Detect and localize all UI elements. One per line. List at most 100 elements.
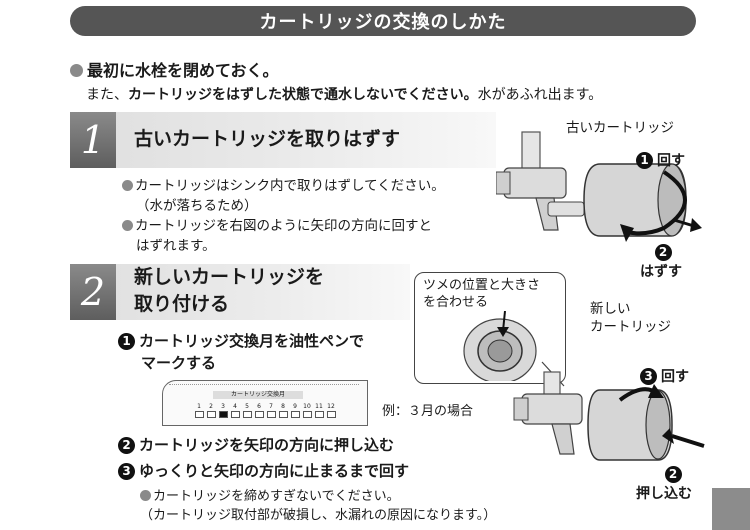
substep-1-line1: カートリッジ交換月を油性ペンで: [139, 332, 365, 350]
bullet-icon: [70, 64, 83, 77]
month-box: [278, 411, 288, 418]
rotate-label: 回す: [657, 153, 685, 169]
substep-3-note-line2: （カートリッジ取付部が破損し、水漏れの原因になります。）: [140, 508, 497, 523]
step-2-number-text: 2: [80, 270, 106, 314]
step-1-number: 1: [70, 112, 116, 168]
substep-3-note: カートリッジを締めすぎないでください。 （カートリッジ取付部が破損し、水漏れの原…: [140, 487, 496, 525]
month-cell: 2: [206, 403, 216, 418]
bullet-icon: [122, 180, 133, 191]
new-cartridge-illustration: [513, 371, 705, 461]
intro-note: また、カートリッジをはずした状態で通水しないでください。水があふれ出ます。: [86, 84, 602, 104]
month-marker-title: カートリッジ交換月: [213, 391, 303, 399]
section-header: カートリッジの交換のしかた: [70, 6, 696, 36]
rotate-label-3: 回す: [661, 369, 689, 385]
push-step-badge: 2: [664, 466, 682, 483]
month-cell: 4: [230, 403, 240, 418]
substep-1-line2: マークする: [141, 354, 217, 372]
new-cartridge-label-line2: カートリッジ: [590, 319, 671, 335]
notch-detail-illustration: [463, 311, 537, 381]
substep-2-text: カートリッジを矢印の方向に押し込む: [139, 436, 395, 454]
month-cell: 10: [302, 403, 312, 418]
step-2-title: 新しいカートリッジを 取り付ける: [134, 264, 324, 318]
bullet-icon: [140, 490, 151, 501]
month-box: [254, 411, 264, 418]
month-number: 6: [257, 403, 261, 410]
intro-title-text: 最初に水栓を閉めておく。: [87, 61, 279, 80]
step-1-bullet-1-line2: （水が落ちるため）: [136, 198, 258, 214]
alignment-callout: ツメの位置と大きさ を合わせる: [414, 272, 566, 384]
step-1-number-text: 1: [80, 118, 106, 162]
month-cell: 3: [218, 403, 228, 418]
month-cell: 1: [194, 403, 204, 418]
new-cartridge-label: 新しい カートリッジ: [590, 300, 671, 336]
month-cell: 11: [314, 403, 324, 418]
month-number: 7: [269, 403, 273, 410]
month-cell: 12: [326, 403, 336, 418]
old-cartridge-illustration: [496, 131, 702, 242]
callout-line1: ツメの位置と大きさ: [423, 278, 541, 293]
month-box-marked: [218, 411, 228, 418]
step-1-bullet-1: カートリッジはシンク内で取りはずしてください。 （水が落ちるため）: [122, 176, 445, 216]
rotate-step-3-badge: 3: [640, 368, 657, 385]
callout-text: ツメの位置と大きさ を合わせる: [423, 277, 540, 311]
month-number: 10: [303, 403, 311, 410]
step-2-number: 2: [70, 264, 116, 320]
substep-3-badge: 3: [118, 463, 135, 480]
month-box: [290, 411, 300, 418]
month-number: 12: [327, 403, 335, 410]
push-instruction: 2 押し込む: [636, 466, 692, 503]
month-cell: 9: [290, 403, 300, 418]
month-number: 11: [315, 403, 323, 410]
month-box: [314, 411, 324, 418]
month-number: 4: [233, 403, 237, 410]
month-box: [230, 411, 240, 418]
rotate-step-badge: 1: [636, 152, 653, 169]
month-number: 8: [281, 403, 285, 410]
step-1-bullet-2: カートリッジを右図のように矢印の方向に回すと はずれます。: [122, 216, 432, 256]
step-2-title-line1: 新しいカートリッジを: [134, 266, 325, 288]
step-2-title-line2: 取り付ける: [134, 293, 230, 315]
step-1-bullet-1-line1: カートリッジはシンク内で取りはずしてください。: [135, 178, 445, 194]
month-number: 2: [209, 403, 213, 410]
old-cartridge-label: 古いカートリッジ: [566, 120, 674, 136]
step-1-bullet-2-line2: はずれます。: [136, 238, 216, 254]
month-cell: 6: [254, 403, 264, 418]
month-number: 3: [221, 403, 225, 410]
calendar-example: 例：３月の場合: [382, 404, 474, 419]
intro-note-suffix: 水があふれ出ます。: [477, 87, 603, 103]
month-box: [266, 411, 276, 418]
month-box: [302, 411, 312, 418]
month-cell: 7: [266, 403, 276, 418]
new-cartridge-label-line1: 新しい: [590, 301, 631, 317]
step-1-title: 古いカートリッジを取りはずす: [134, 128, 401, 150]
month-cell: 8: [278, 403, 288, 418]
substep-1-badge: 1: [118, 333, 135, 350]
section-title: カートリッジの交換のしかた: [259, 12, 507, 33]
month-box: [194, 411, 204, 418]
substep-2-badge: 2: [118, 437, 135, 454]
month-box: [242, 411, 252, 418]
intro-note-prefix: また、: [86, 87, 128, 103]
page-edge-tab: [712, 488, 750, 530]
month-number: 1: [197, 403, 201, 410]
intro-note-warning: カートリッジをはずした状態で通水しないでください。: [128, 87, 478, 103]
intro-title: 最初に水栓を閉めておく。: [70, 57, 279, 81]
callout-line2: を合わせる: [423, 295, 489, 310]
push-label: 押し込む: [636, 486, 692, 502]
step-2-band: [70, 264, 410, 320]
month-box: [326, 411, 336, 418]
remove-label: はずす: [640, 264, 682, 280]
month-box: [206, 411, 216, 418]
month-number: 9: [293, 403, 297, 410]
substep-3-note-line1: カートリッジを締めすぎないでください。: [153, 489, 400, 504]
remove-step-badge: 2: [654, 244, 672, 261]
bullet-icon: [122, 220, 133, 231]
month-number: 5: [245, 403, 249, 410]
